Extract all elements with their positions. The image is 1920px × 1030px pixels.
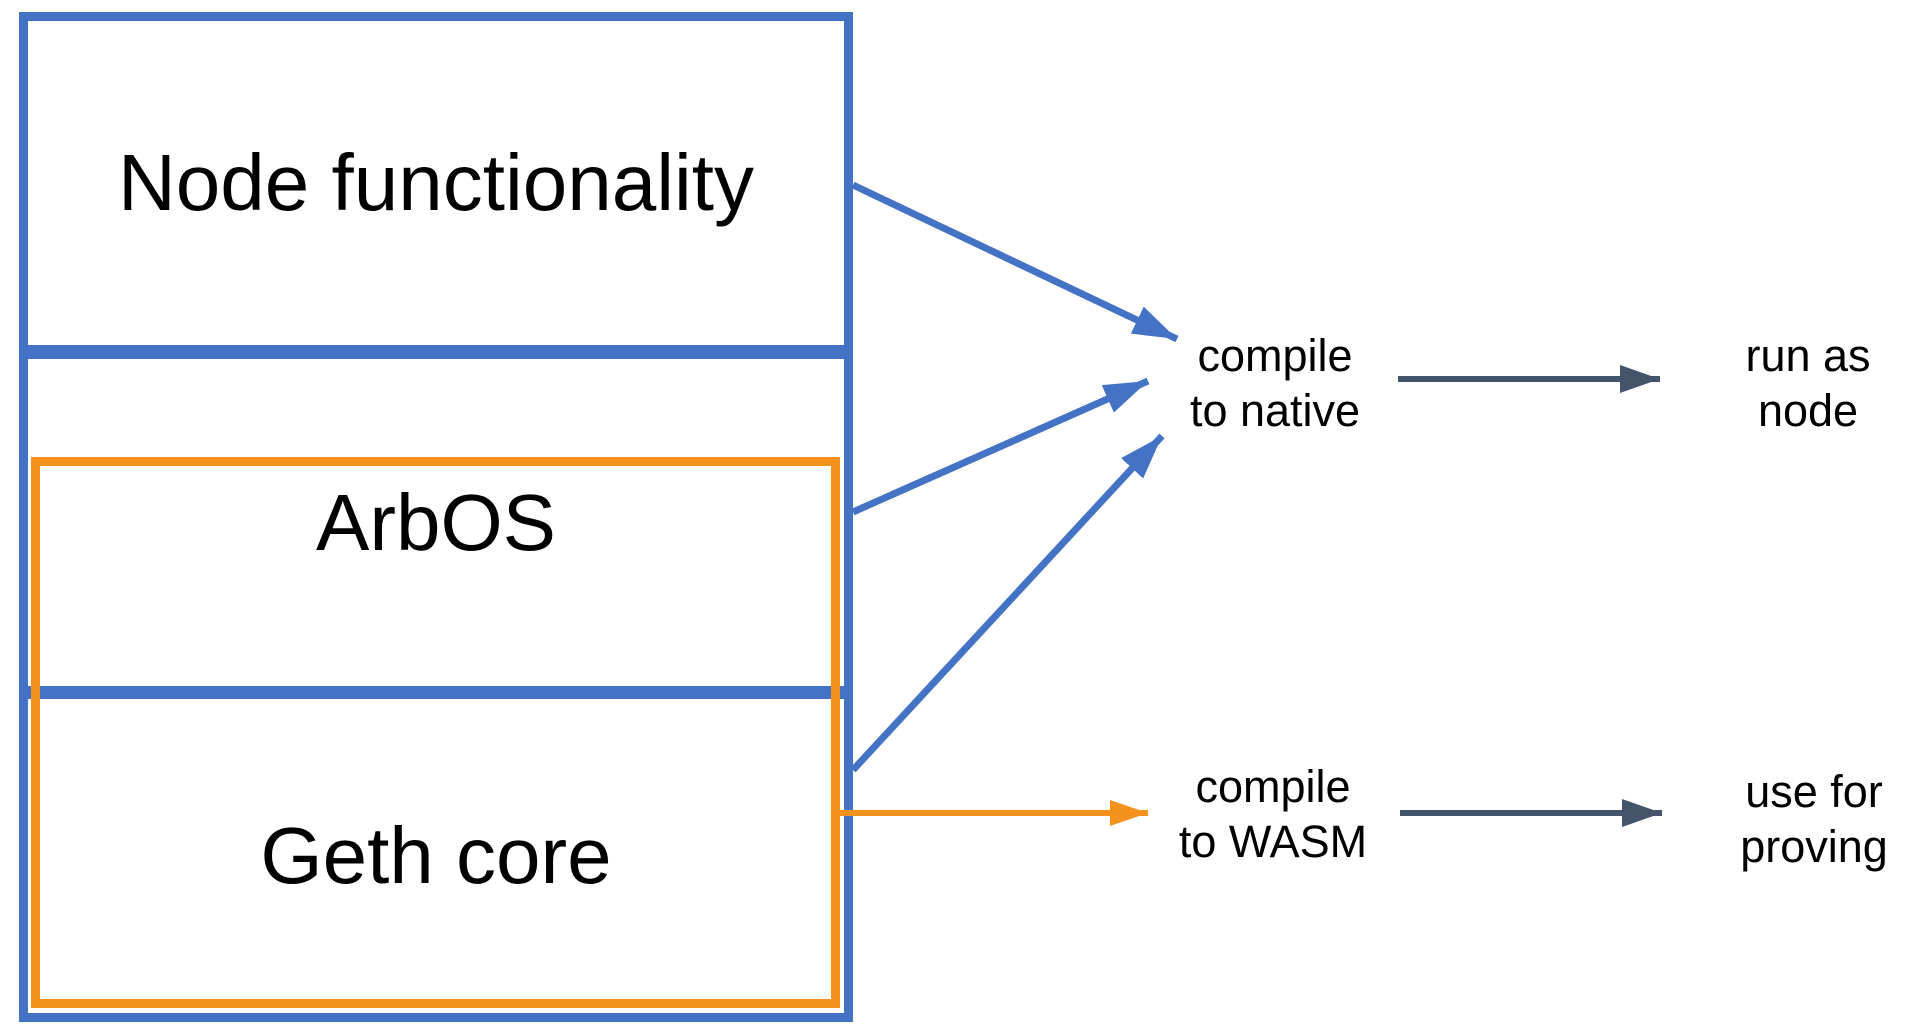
label-run-as-node-line1: run as (1745, 330, 1871, 381)
section-divider (28, 686, 844, 699)
node-functionality-label: Node functionality (118, 138, 754, 227)
section-node-functionality: Node functionality (28, 21, 844, 345)
label-compile-to-wasm: compile to WASM (1073, 759, 1473, 869)
label-compile-to-native: compile to native (1075, 328, 1475, 438)
label-use-for-proving: use for proving (1614, 764, 1920, 874)
label-compile-to-wasm-line2: to WASM (1178, 816, 1368, 867)
label-compile-to-wasm-line1: compile (1195, 761, 1351, 812)
label-use-for-proving-line2: proving (1740, 821, 1888, 872)
arrow-geth-to-native (850, 433, 1165, 773)
arrow-node-functionality-to-native (851, 181, 1179, 343)
section-arbos: ArbOS (28, 359, 844, 686)
label-compile-to-native-line1: compile (1197, 330, 1353, 381)
arrow-arbos-to-native (851, 377, 1150, 516)
arbos-label: ArbOS (315, 477, 557, 567)
label-run-as-node-line2: node (1757, 385, 1859, 436)
node-stack-box: Node functionality ArbOS Geth core (19, 12, 853, 1022)
label-run-as-node: run as node (1608, 328, 1920, 438)
section-divider (28, 345, 844, 359)
geth-core-label: Geth core (260, 811, 612, 900)
section-geth-core: Geth core (28, 699, 844, 1013)
label-compile-to-native-line2: to native (1189, 385, 1361, 436)
label-use-for-proving-line1: use for (1745, 766, 1883, 817)
